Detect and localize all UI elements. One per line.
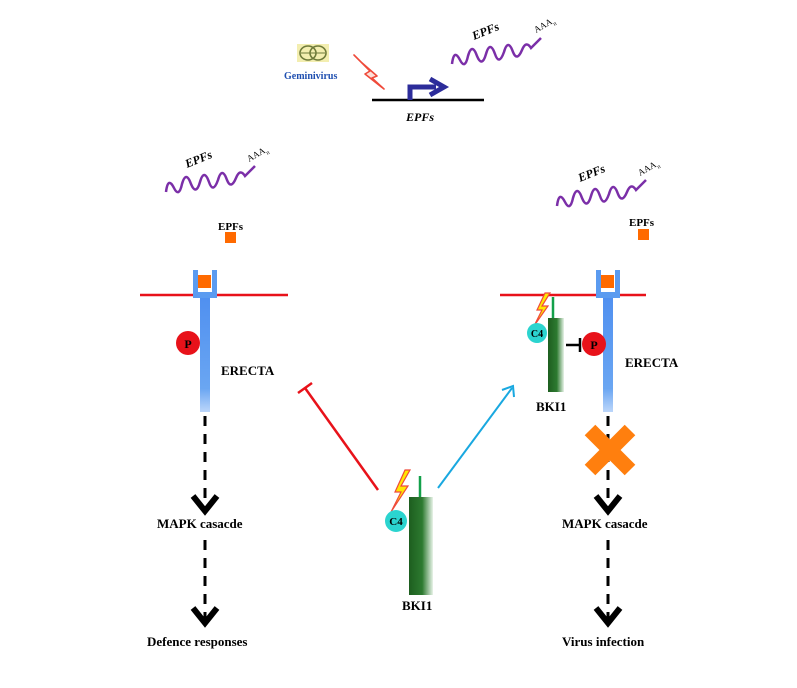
polya-label: AAAn [532, 15, 558, 38]
right-bki1-protein [548, 297, 564, 392]
left-mrna-label: EPFs [182, 147, 214, 171]
right-mrna-strand [555, 179, 647, 208]
right-c4-badge: C4 [527, 323, 547, 343]
svg-text:P: P [590, 338, 597, 352]
left-phospho-badge: P [176, 331, 200, 355]
right-phospho-badge: P [582, 332, 606, 356]
right-erecta-receptor [596, 270, 620, 412]
lightning-icon [353, 54, 385, 90]
right-erecta-label: ERECTA [625, 355, 679, 370]
right-inhibit-bar [566, 338, 582, 352]
svg-text:P: P [184, 337, 191, 351]
left-polya-label: AAAn [245, 144, 271, 167]
promoter-arrow-icon [407, 76, 450, 100]
virus-particle-icon [297, 44, 329, 62]
center-lightning-icon [390, 469, 412, 513]
right-outcome-label: Virus infection [562, 634, 645, 649]
block-cross-icon [584, 424, 636, 476]
left-peptide-square [225, 232, 236, 243]
right-mapk-label: MAPK casacde [562, 516, 648, 531]
svg-text:C4: C4 [531, 329, 543, 340]
left-erecta-label: ERECTA [221, 363, 275, 378]
right-polya-label: AAAn [636, 158, 662, 181]
left-outcome-label: Defence responses [147, 634, 248, 649]
right-mrna-label: EPFs [575, 161, 607, 185]
mrna-strand [450, 37, 542, 66]
geminivirus-label: Geminivirus [284, 71, 337, 82]
center-c4-badge: C4 [385, 510, 407, 532]
left-peptide-label: EPFs [218, 221, 244, 233]
left-mrna-strand [164, 165, 256, 194]
inhibit-line [297, 381, 380, 491]
gene-label: EPFs [405, 110, 434, 124]
activate-arrow [437, 384, 515, 489]
right-peptide-label: EPFs [629, 217, 655, 229]
left-erecta-receptor [193, 270, 217, 412]
right-bki1-label: BKI1 [536, 399, 566, 414]
left-mapk-label: MAPK casacde [157, 516, 243, 531]
right-peptide-square [638, 229, 649, 240]
mrna-label: EPFs [469, 19, 501, 43]
svg-text:C4: C4 [389, 516, 403, 528]
center-bki1-protein [409, 476, 433, 595]
center-bki1-label: BKI1 [402, 598, 432, 613]
right-lightning-icon [533, 292, 552, 327]
